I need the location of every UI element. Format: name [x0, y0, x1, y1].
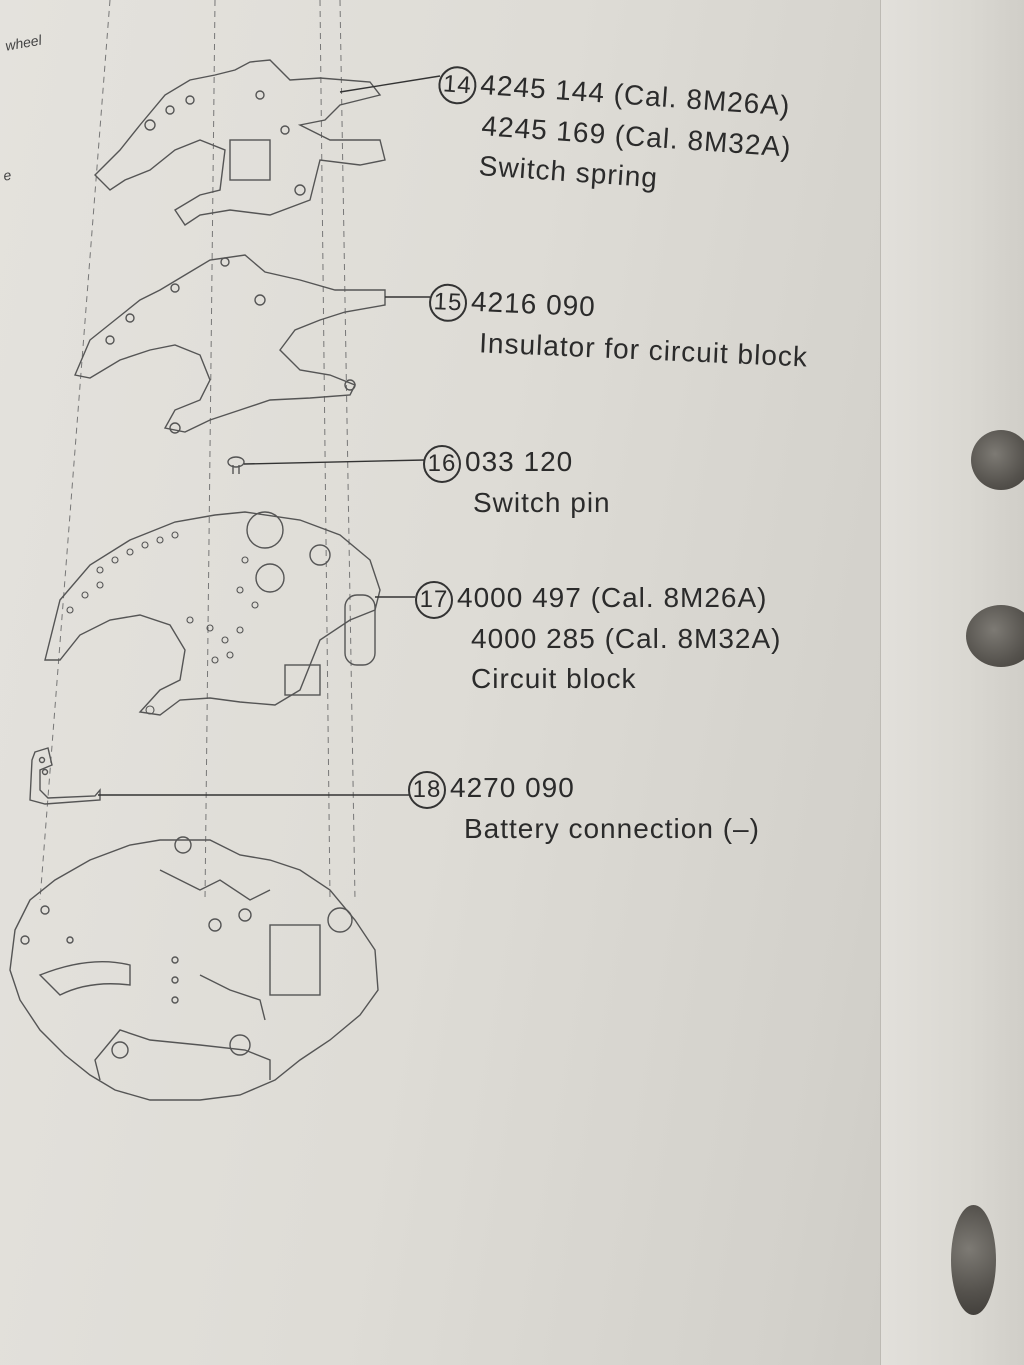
- exploded-movement-drawing: [9, 0, 441, 1101]
- part-18-name: Battery connection (–): [464, 812, 760, 844]
- callout-17: 17: [415, 580, 453, 619]
- main-plate-drawing: [9, 836, 379, 1101]
- part-16-name: Switch pin: [473, 486, 611, 518]
- part-17-name: Circuit block: [471, 662, 637, 694]
- part-18-battery-connection-drawing: [29, 747, 410, 805]
- callout-15: 15: [428, 282, 468, 323]
- part-16-switch-pin-drawing: [227, 456, 426, 474]
- part-17-code-1: 4000 497 (Cal. 8M26A): [457, 582, 768, 613]
- binder-hole: [971, 430, 1024, 490]
- part-17-code-2: 4000 285 (Cal. 8M32A): [471, 622, 782, 654]
- callout-18: 18: [408, 770, 446, 809]
- guide-lines: [39, 0, 356, 901]
- binder-hole: [966, 605, 1024, 667]
- part-15-insulator-drawing: [74, 254, 430, 434]
- binder-hole: [951, 1205, 996, 1315]
- part-16-code: 033 120: [465, 446, 574, 477]
- callout-14: 14: [437, 64, 478, 106]
- callout-16: 16: [423, 444, 461, 483]
- adjacent-page: [880, 0, 1024, 1365]
- part-18-code: 4270 090: [450, 772, 575, 803]
- part-15-code: 4216 090: [470, 285, 597, 323]
- part-17-circuit-block-drawing: [44, 511, 415, 716]
- part-14-switch-spring-drawing: [94, 59, 441, 226]
